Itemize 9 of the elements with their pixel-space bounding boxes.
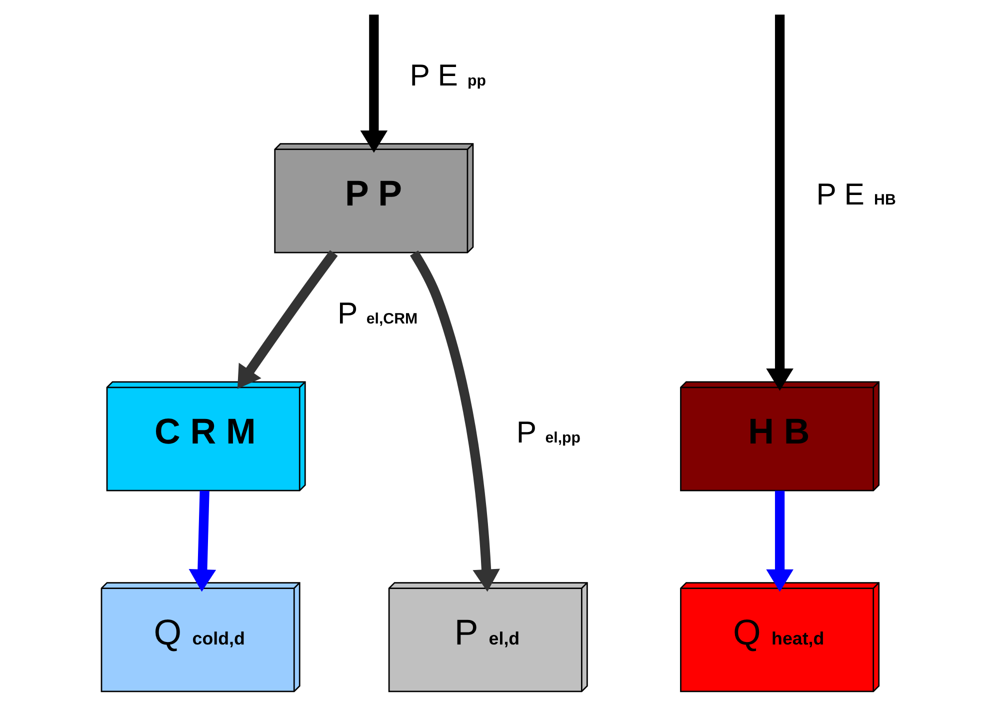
edge-label: P E pp (409, 60, 486, 93)
arrow (409, 250, 500, 592)
arrow (188, 490, 216, 592)
edge-label: P el,CRM (336, 298, 418, 331)
arrow (766, 14, 793, 391)
edge-label: P el,pp (516, 416, 580, 450)
arrow (766, 490, 793, 592)
edge-label: P E HB (816, 178, 896, 212)
arrow (360, 14, 388, 153)
